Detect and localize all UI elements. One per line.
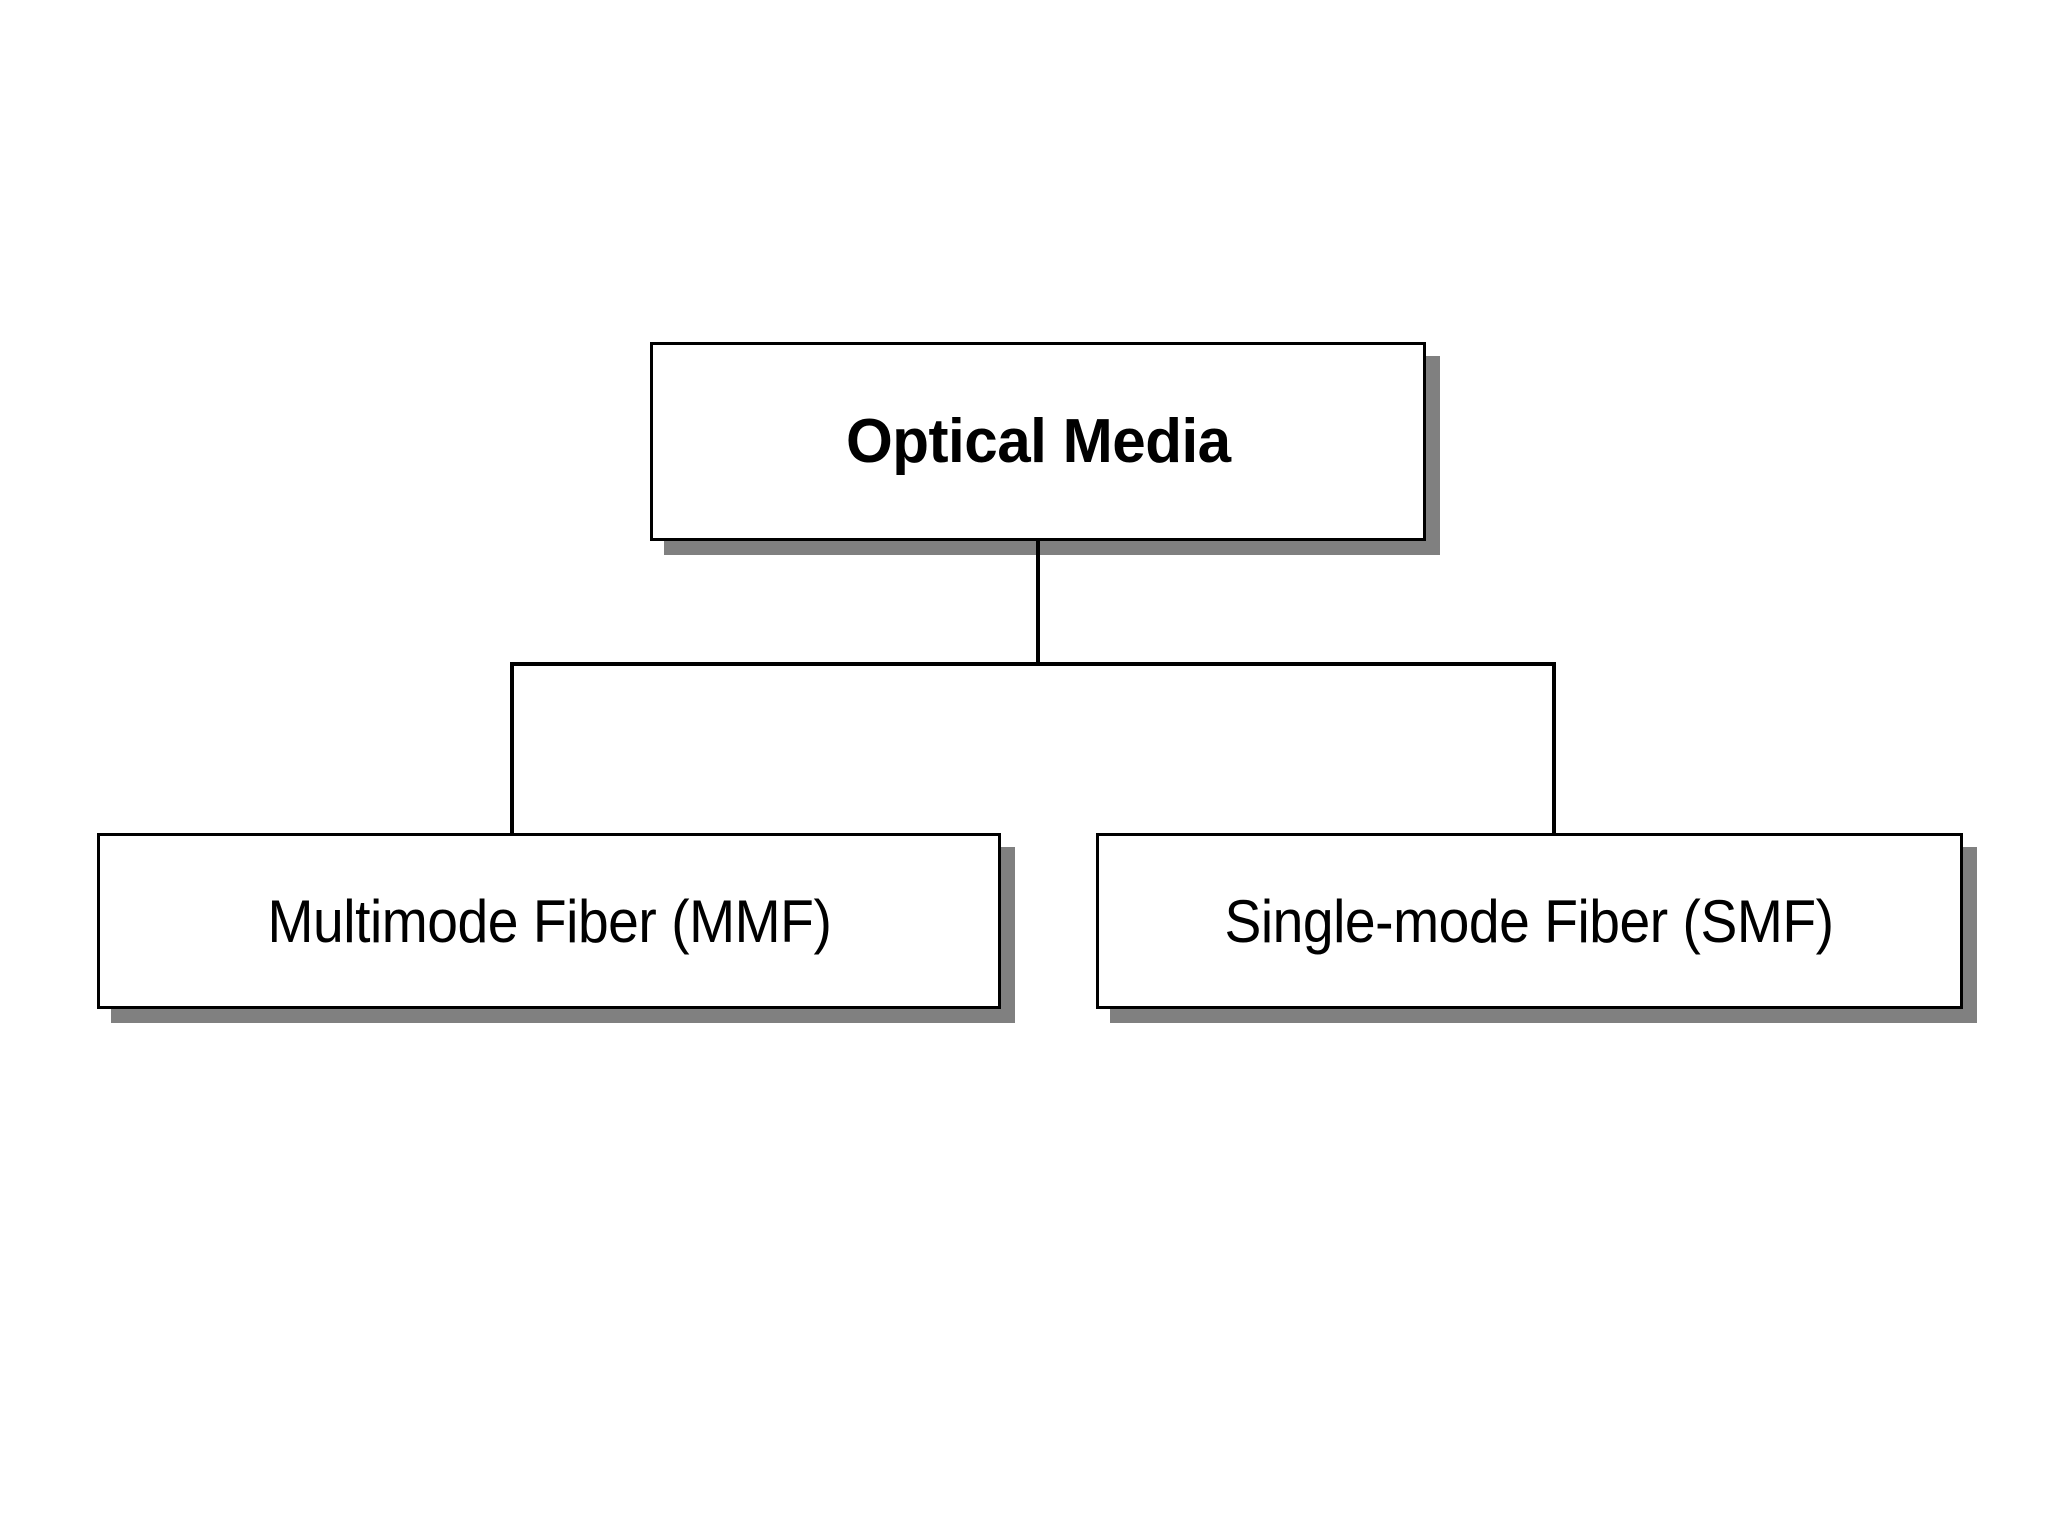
node-single-mode-fiber[interactable]: Single-mode Fiber (SMF) bbox=[1096, 833, 1963, 1009]
node-optical-media-label: Optical Media bbox=[845, 406, 1231, 476]
node-multimode-fiber[interactable]: Multimode Fiber (MMF) bbox=[97, 833, 1001, 1009]
node-multimode-fiber-label: Multimode Fiber (MMF) bbox=[267, 887, 831, 955]
node-single-mode-fiber-label: Single-mode Fiber (SMF) bbox=[1224, 887, 1835, 955]
connector-drop-to-single-mode-fiber bbox=[1552, 662, 1556, 836]
connector-horizontal-bus bbox=[510, 662, 1556, 666]
connector-root-stem bbox=[1036, 540, 1040, 666]
node-optical-media[interactable]: Optical Media bbox=[650, 342, 1426, 541]
connector-drop-to-multimode-fiber bbox=[510, 662, 514, 836]
